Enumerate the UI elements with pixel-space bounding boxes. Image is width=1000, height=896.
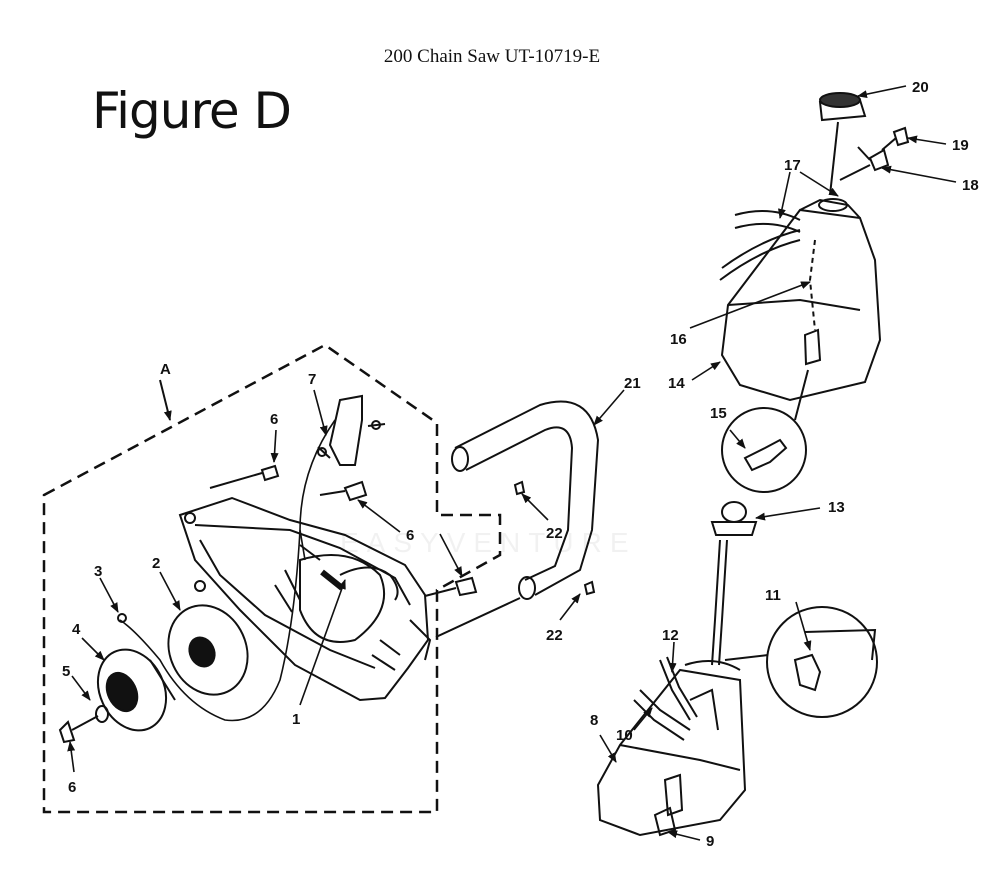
callout-6: 6 [68, 779, 76, 796]
wire-lead [119, 419, 336, 722]
pulley-part-4 [96, 648, 176, 732]
inset-detail-part-15 [721, 369, 809, 493]
cap-part-13 [710, 501, 758, 666]
callout-20: 20 [912, 79, 929, 96]
spring-part-3 [117, 613, 127, 623]
washer-screw-part-5 [58, 705, 109, 744]
screw-part-6 [209, 464, 478, 597]
inset-detail-part-11 [724, 606, 878, 718]
callout-10: 10 [616, 727, 633, 744]
callout-5: 5 [62, 663, 70, 680]
watermark: EASYVENTURE [340, 527, 637, 558]
callout-16: 16 [670, 331, 687, 348]
callout-6: 6 [406, 527, 414, 544]
document-title: 200 Chain Saw UT-10719-E [383, 46, 601, 67]
callout-12: 12 [662, 627, 679, 644]
cap-part-20 [818, 92, 867, 196]
assembly-group-boundary [42, 343, 502, 814]
callout-4: 4 [72, 621, 81, 638]
callout-18: 18 [962, 177, 979, 194]
callout-13: 13 [828, 499, 845, 516]
handle-part-21 [435, 400, 600, 638]
callout-11: 11 [765, 587, 781, 604]
callout-8: 8 [590, 712, 598, 729]
group-label-a: A [160, 361, 171, 378]
callout-22: 22 [546, 627, 563, 644]
callout-9: 9 [706, 833, 714, 850]
callout-1: 1 [292, 711, 300, 728]
plate-part-2 [167, 604, 249, 696]
callout-7: 7 [308, 371, 316, 388]
callout-19: 19 [952, 137, 969, 154]
figure-title: Figure D [92, 82, 292, 140]
leader-lines [67, 85, 957, 841]
callout-3: 3 [94, 563, 102, 580]
callout-15: 15 [710, 405, 727, 422]
callout-2: 2 [152, 555, 160, 572]
callout-14: 14 [668, 375, 685, 392]
callout-21: 21 [624, 375, 641, 392]
fuel-tank-part-8 [596, 656, 747, 837]
fitting-part-18-19 [839, 126, 910, 181]
callout-22: 22 [546, 525, 563, 542]
callout-6: 6 [270, 411, 278, 428]
bracket-part-7 [317, 394, 386, 466]
callout-17: 17 [784, 157, 801, 174]
oil-tank-part-14 [719, 198, 882, 402]
